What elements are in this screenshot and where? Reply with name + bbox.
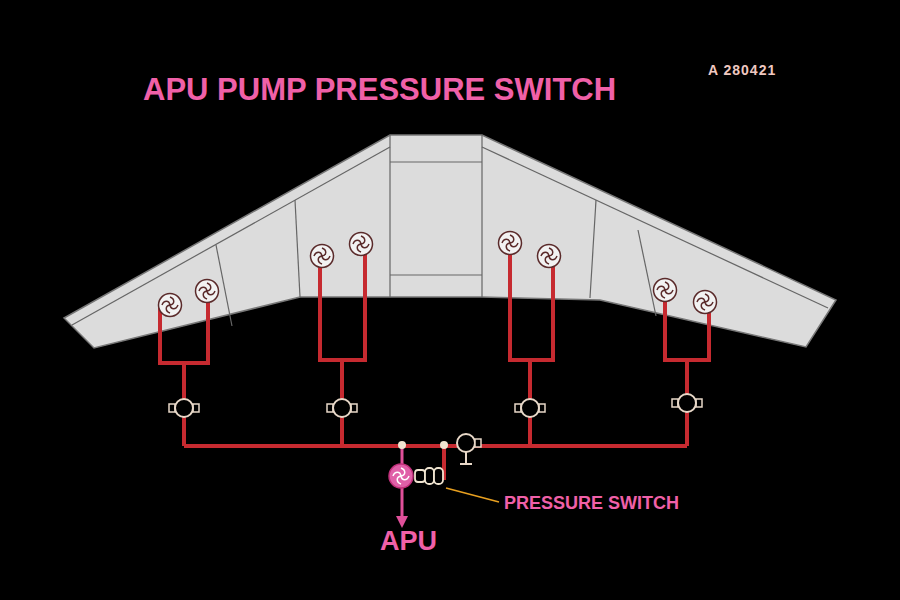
apu-arrowhead [396,516,408,528]
wing-panel-lines [72,135,828,326]
apu-label: APU [380,528,437,555]
pressure-switch-symbol [415,468,443,484]
diagram-title: APU PUMP PRESSURE SWITCH [143,74,616,105]
apu-valve [457,434,481,464]
junction-dot [440,441,448,449]
junction-dot [398,441,406,449]
wing-outline [64,135,836,348]
leader-line [446,488,499,502]
document-number: A 280421 [708,63,776,77]
apu-pump [389,464,413,488]
shutoff-valves [169,394,702,417]
callout-label: PRESSURE SWITCH [504,494,679,512]
boost-pumps [159,232,717,317]
fuel-lines [160,244,709,480]
